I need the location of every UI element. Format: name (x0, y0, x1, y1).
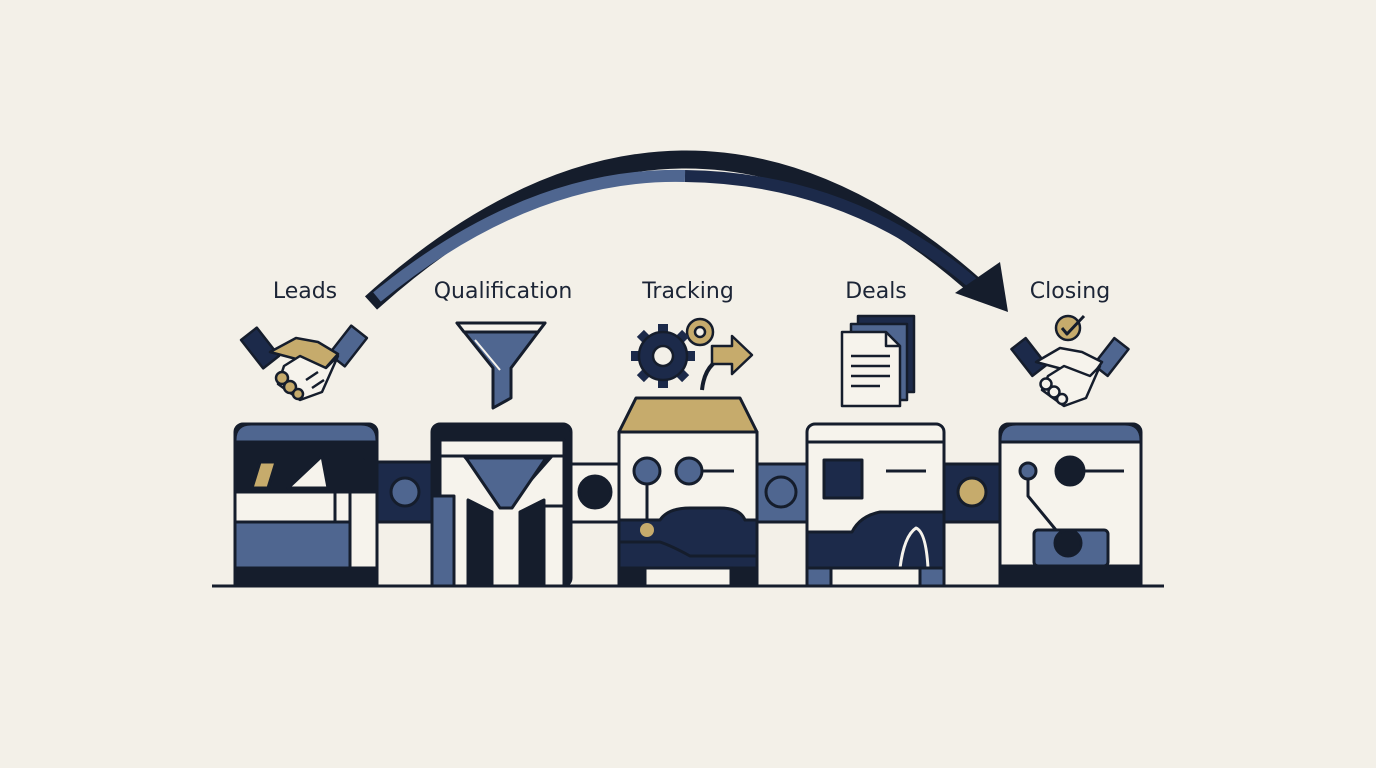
connector-1-2 (375, 460, 435, 524)
connector-2-3 (569, 462, 622, 524)
machine-leads (233, 422, 379, 588)
stage-label-leads: Leads (273, 279, 337, 304)
large-gear-icon (631, 324, 695, 388)
handshake-icon (239, 324, 369, 402)
machine-deals (805, 422, 946, 588)
small-gear-icon (685, 317, 715, 347)
machine-closing (998, 422, 1143, 588)
stage-label-qualification: Qualification (434, 279, 573, 304)
stage-label-tracking: Tracking (641, 279, 734, 304)
connector-4-5 (942, 462, 1002, 524)
flow-arc-arrow (364, 150, 1008, 312)
arrow-head-icon (955, 262, 1008, 312)
machine-qualification (430, 422, 573, 588)
funnel-icon (455, 321, 547, 410)
stage-label-deals: Deals (845, 279, 907, 304)
gears-arrow-icon (631, 317, 754, 391)
documents-icon (840, 314, 916, 408)
stage-label-closing: Closing (1030, 279, 1110, 304)
connector-3-4 (755, 462, 809, 524)
check-badge-icon (1054, 314, 1082, 342)
handshake-check-icon (1010, 314, 1130, 408)
machine-tracking (617, 396, 759, 588)
